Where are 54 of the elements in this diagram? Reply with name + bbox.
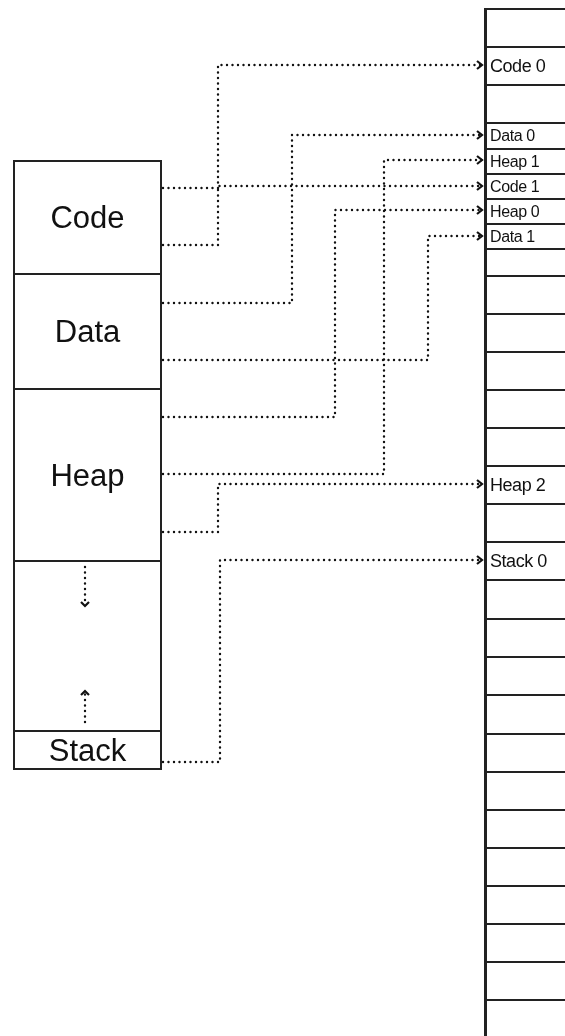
dotted-arrow xyxy=(161,129,484,305)
segment-label: Code xyxy=(50,202,125,233)
segment-label: Heap xyxy=(50,459,125,491)
empty-memory-slot xyxy=(484,809,565,847)
segment-label: Data 0 xyxy=(490,128,535,144)
empty-memory-slot xyxy=(484,248,565,275)
empty-memory-slot xyxy=(484,733,565,771)
empty-memory-slot xyxy=(484,961,565,999)
empty-memory-slot xyxy=(484,885,565,923)
dotted-arrow xyxy=(161,554,484,764)
empty-memory-slot xyxy=(484,771,565,809)
empty-memory-slot xyxy=(484,84,565,122)
dotted-arrow xyxy=(161,204,484,419)
empty-memory-slot xyxy=(484,503,565,541)
memory-segment xyxy=(13,160,162,275)
segment-label: Stack xyxy=(48,734,127,766)
segment-label: Heap 0 xyxy=(490,203,540,220)
empty-memory-slot xyxy=(484,656,565,694)
empty-memory-slot xyxy=(484,694,565,733)
empty-memory-slot xyxy=(484,351,565,389)
segment-label: Code 0 xyxy=(490,57,546,75)
empty-memory-slot xyxy=(484,847,565,885)
dotted-arrow xyxy=(161,230,484,362)
memory-slot xyxy=(484,198,565,223)
empty-memory-slot xyxy=(484,579,565,618)
empty-memory-slot xyxy=(484,999,565,1036)
memory-slot xyxy=(484,173,565,198)
segment-label: Heap 2 xyxy=(490,476,546,494)
memory-slot xyxy=(484,465,565,503)
empty-memory-slot xyxy=(484,275,565,313)
empty-memory-slot xyxy=(484,8,565,46)
dotted-arrow xyxy=(161,154,484,476)
memory-slot xyxy=(484,122,565,148)
memory-slot xyxy=(484,148,565,173)
memory-slot xyxy=(484,46,565,84)
memory-segment xyxy=(13,273,162,390)
empty-memory-slot xyxy=(484,313,565,351)
segment-label: Heap 1 xyxy=(490,153,540,170)
dotted-arrow xyxy=(161,59,484,190)
segment-label: Code 1 xyxy=(490,178,540,195)
segment-label: Stack 0 xyxy=(490,552,547,570)
memory-segment xyxy=(13,560,162,732)
memory-segment xyxy=(13,730,162,770)
segment-label: Data xyxy=(54,316,121,347)
empty-memory-slot xyxy=(484,923,565,961)
memory-slot xyxy=(484,223,565,248)
memory-slot xyxy=(484,541,565,579)
empty-memory-slot xyxy=(484,618,565,656)
empty-memory-slot xyxy=(484,389,565,427)
dotted-arrow xyxy=(161,478,484,534)
memory-segment xyxy=(13,388,162,562)
segment-label: Data 1 xyxy=(490,228,535,245)
empty-memory-slot xyxy=(484,427,565,465)
dotted-arrow xyxy=(161,180,484,247)
